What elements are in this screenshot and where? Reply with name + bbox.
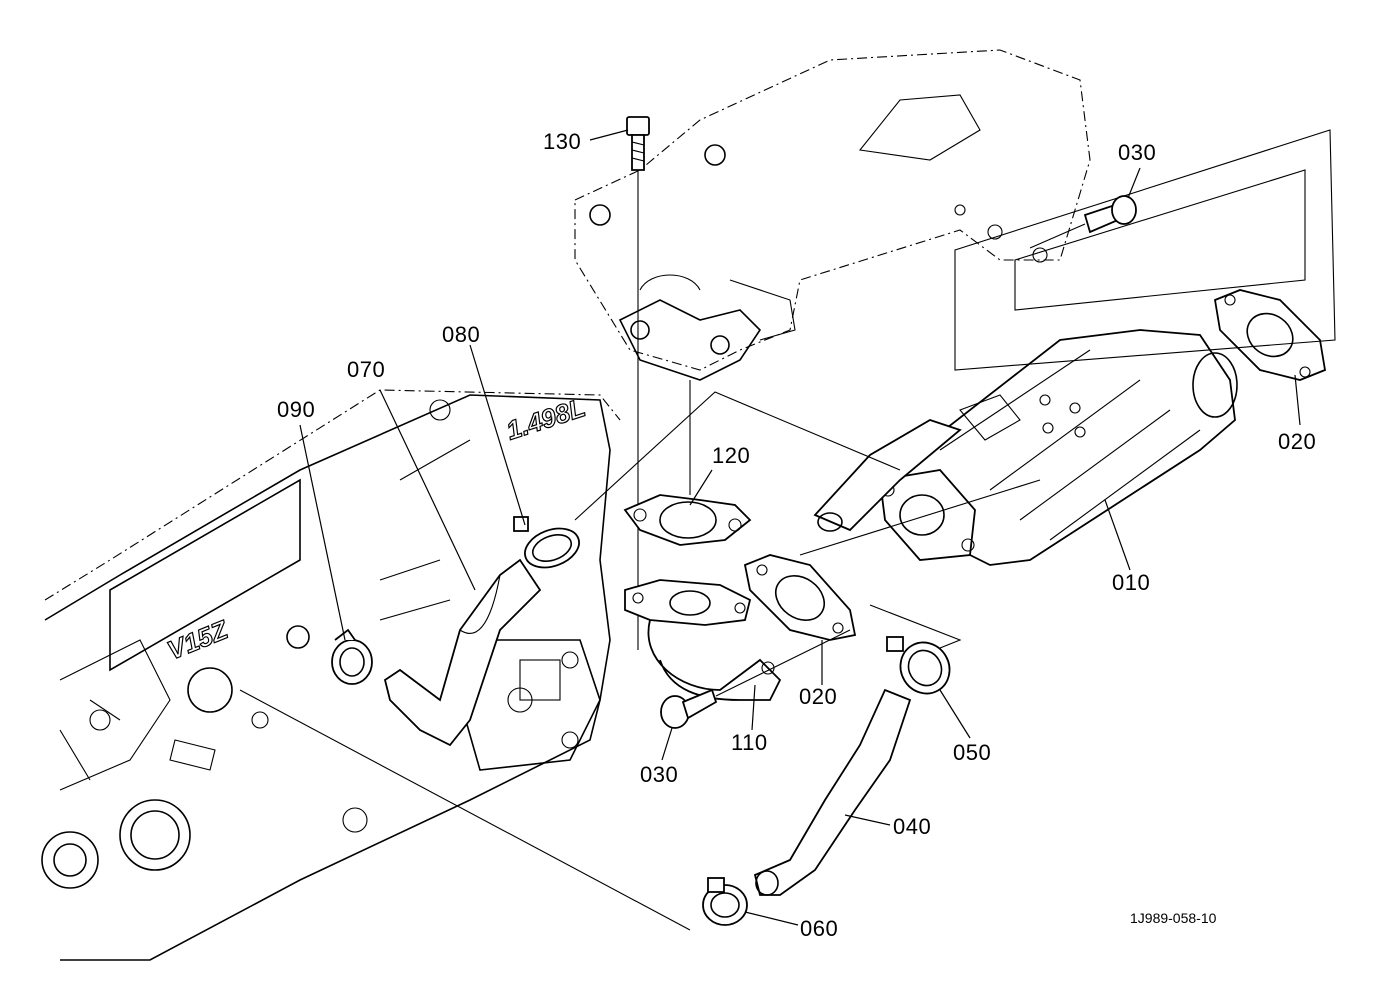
callout-labels: 130 030 020 010 120 080 070 090 020 110 …	[277, 129, 1316, 941]
engine-block: V15Z 1.498L	[41, 389, 621, 961]
clamp-upper-right	[886, 636, 951, 695]
callout-leaders	[299, 129, 1301, 926]
gasket-front	[743, 554, 857, 641]
drawing-code: 1J989-058-10	[1130, 910, 1217, 926]
callout-130: 130	[543, 129, 581, 154]
egr-cooler	[813, 329, 1238, 566]
callout-050: 050	[953, 740, 991, 765]
casting-mark-model: V15Z	[163, 614, 233, 666]
clamp-lower	[702, 877, 748, 926]
assembly-lines	[239, 129, 1336, 931]
callout-030-lower: 030	[640, 762, 678, 787]
callout-110: 110	[731, 730, 768, 755]
callout-020-front: 020	[799, 684, 837, 709]
callout-010: 010	[1112, 570, 1150, 595]
exhaust-manifold	[574, 49, 1091, 381]
clamp-upper	[513, 516, 580, 569]
hose-lower	[753, 688, 912, 896]
gasket-rear	[1213, 289, 1327, 381]
callout-030-upper: 030	[1118, 140, 1156, 165]
callout-060: 060	[800, 916, 838, 941]
gasket-flange	[623, 380, 752, 546]
clamp-left	[331, 628, 373, 685]
callout-080: 080	[442, 322, 480, 347]
callout-070: 070	[347, 357, 385, 382]
bolt-lower	[660, 629, 851, 729]
casting-mark-displacement: 1.498L	[503, 392, 589, 446]
callout-090: 090	[277, 397, 315, 422]
bolt-upper	[1029, 195, 1137, 249]
callout-040: 040	[893, 814, 931, 839]
callout-020-rear: 020	[1278, 429, 1316, 454]
hose-upper	[383, 558, 542, 747]
bolt-top	[626, 116, 650, 650]
callout-120: 120	[712, 443, 750, 468]
